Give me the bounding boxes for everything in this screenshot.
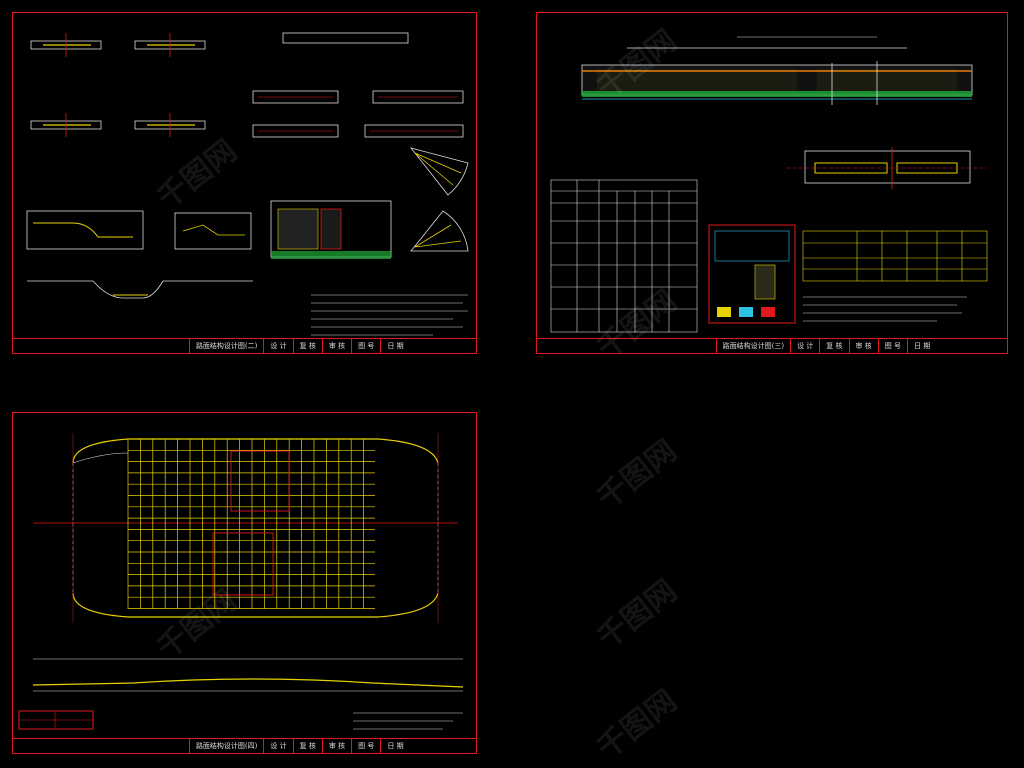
drawing-sheet-3: 路面结构设计图(三) 设 计 复 核 审 核 图 号 日 期 bbox=[536, 12, 1008, 354]
pavement-slab-grid bbox=[127, 438, 375, 609]
sheet-2-field-drawing-no: 图 号 bbox=[351, 339, 380, 353]
drawing-sheet-2: 路面结构设计图(二) 设 计 复 核 审 核 图 号 日 期 bbox=[12, 12, 477, 354]
sheet-4-field-drawing-no: 图 号 bbox=[351, 739, 380, 753]
sheet-2-field-checker: 复 核 bbox=[292, 339, 322, 353]
sheet-3-field-reviewer: 审 核 bbox=[848, 339, 878, 353]
sheet-4-titleblock: 路面结构设计图(四) 设 计 复 核 审 核 图 号 日 期 bbox=[13, 738, 476, 753]
sheet-3-title: 路面结构设计图(三) bbox=[715, 339, 790, 353]
sheet-2-title: 路面结构设计图(二) bbox=[188, 339, 263, 353]
sheet-2-field-date: 日 期 bbox=[380, 339, 409, 353]
sheet-3-field-designer: 设 计 bbox=[790, 339, 819, 353]
sheet-3-field-drawing-no: 图 号 bbox=[877, 339, 907, 353]
drawing-sheet-4: 路面结构设计图(四) 设 计 复 核 审 核 图 号 日 期 bbox=[12, 412, 477, 754]
sheet-2-drawing bbox=[26, 32, 469, 336]
watermark-text: 千图网 bbox=[590, 573, 684, 657]
sheet-3-drawing bbox=[550, 36, 988, 333]
sheet-4-drawing bbox=[18, 433, 464, 730]
watermark-text: 千图网 bbox=[590, 683, 684, 767]
sheet-4-field-checker: 复 核 bbox=[292, 739, 322, 753]
sheet-4-field-designer: 设 计 bbox=[263, 739, 292, 753]
sheet-3-titleblock: 路面结构设计图(三) 设 计 复 核 审 核 图 号 日 期 bbox=[537, 338, 1007, 353]
sheet-2-field-reviewer: 审 核 bbox=[321, 339, 351, 353]
sheet-3-field-checker: 复 核 bbox=[819, 339, 848, 353]
sheet-3-field-date: 日 期 bbox=[907, 339, 936, 353]
sheet-4-field-reviewer: 审 核 bbox=[321, 739, 351, 753]
watermark-text: 千图网 bbox=[590, 433, 684, 517]
sheet-4-field-date: 日 期 bbox=[380, 739, 409, 753]
sheet-2-titleblock: 路面结构设计图(二) 设 计 复 核 审 核 图 号 日 期 bbox=[13, 338, 476, 353]
sheet-4-title: 路面结构设计图(四) bbox=[188, 739, 263, 753]
sheet-2-field-designer: 设 计 bbox=[263, 339, 292, 353]
